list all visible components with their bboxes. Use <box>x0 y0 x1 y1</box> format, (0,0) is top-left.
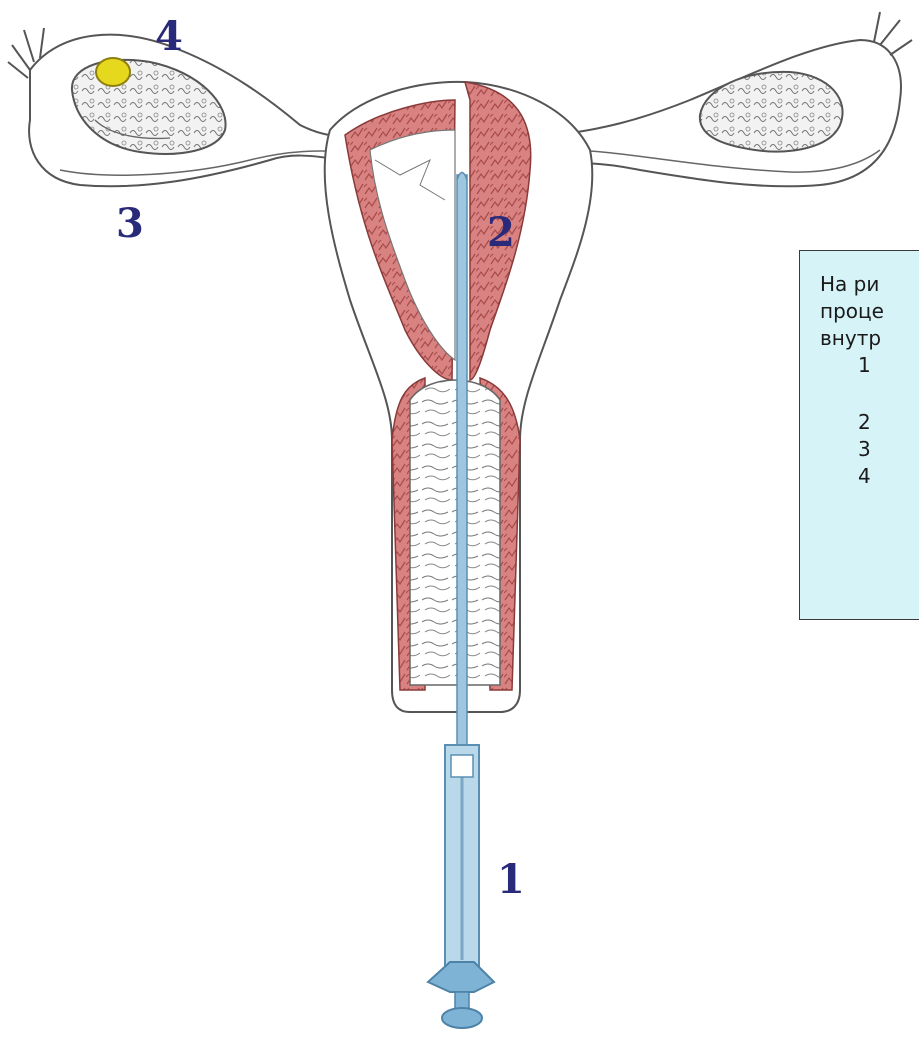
label-catheter: 1 <box>497 856 525 903</box>
follicle-marker <box>96 58 130 86</box>
info-line-2: проце <box>820 298 919 325</box>
info-item-1: 1 <box>820 352 919 379</box>
label-uterus: 2 <box>487 209 515 256</box>
info-item-4: 4 <box>820 463 919 490</box>
label-ovary: 4 <box>155 13 183 60</box>
label-tube: 3 <box>116 200 144 247</box>
info-item-3: 3 <box>820 436 919 463</box>
info-gap <box>820 379 919 409</box>
info-line-1: На ри <box>820 271 919 298</box>
info-line-3: внутр <box>820 325 919 352</box>
info-box: На ри проце внутр 1 2 3 4 <box>799 250 919 620</box>
info-item-2: 2 <box>820 409 919 436</box>
right-ovary <box>700 72 843 152</box>
